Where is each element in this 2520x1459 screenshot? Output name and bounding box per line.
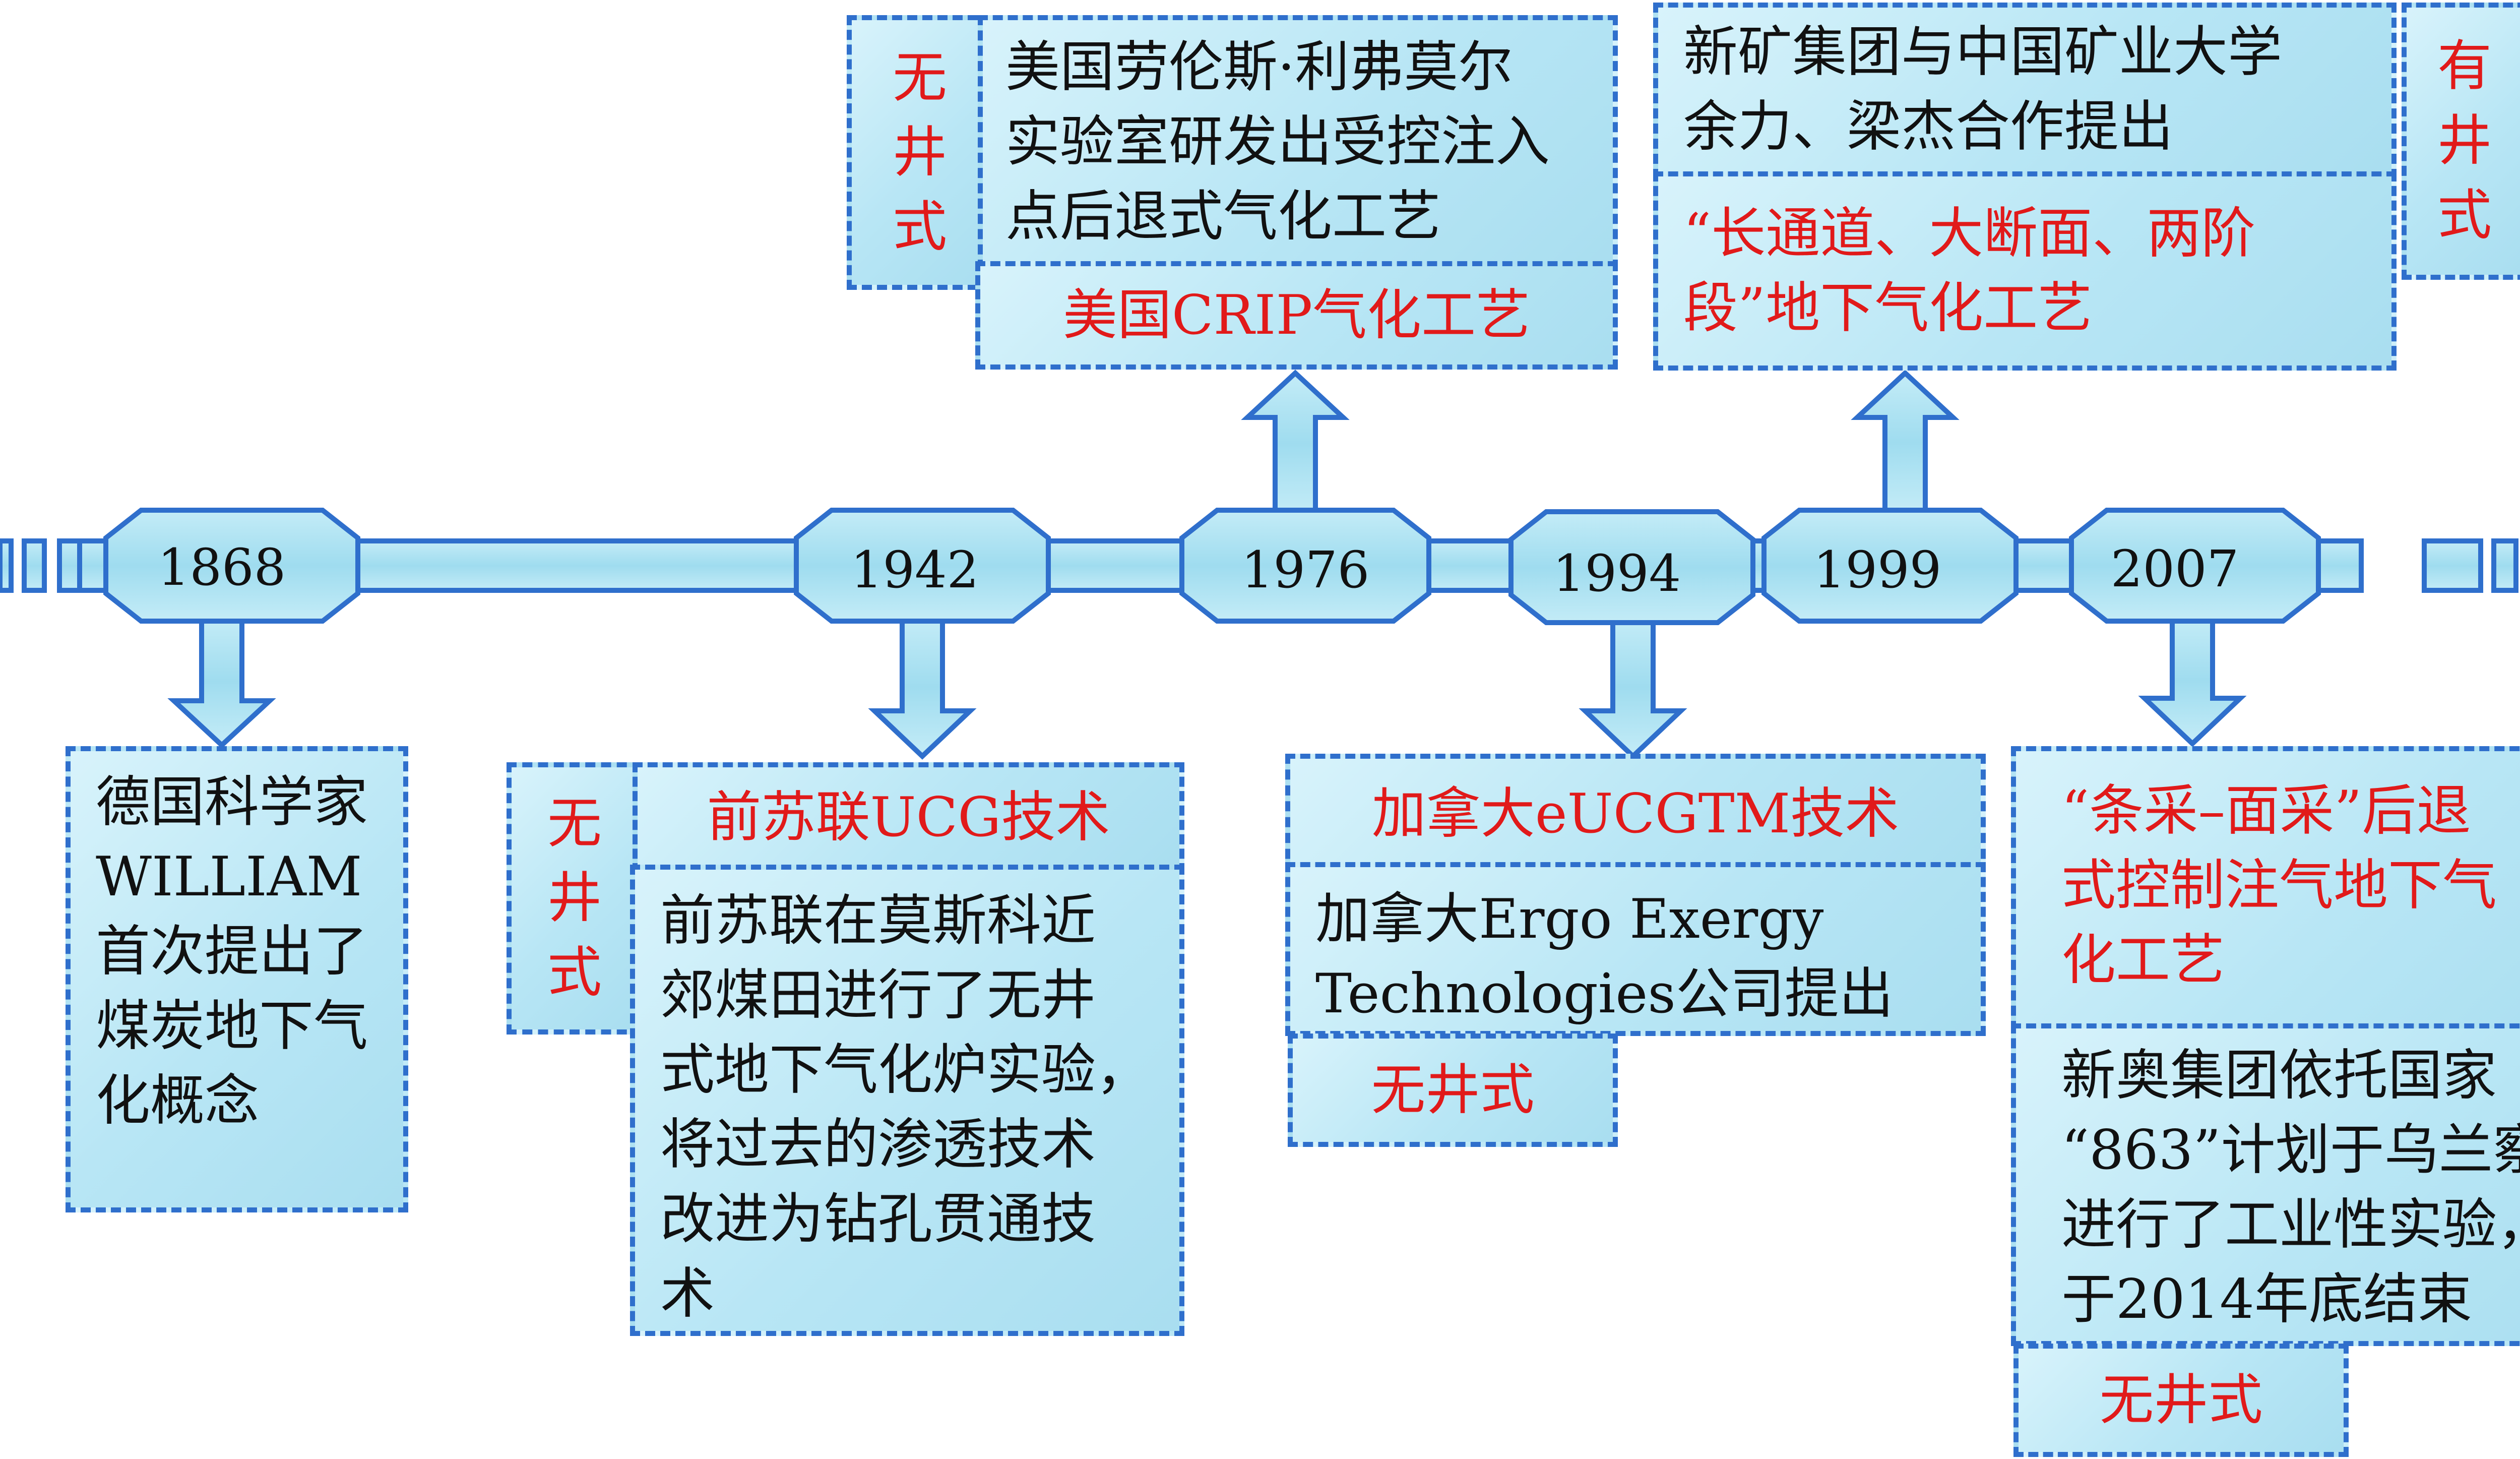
year-label: 1942 (851, 540, 979, 599)
arrow-up-1976 (1241, 370, 1350, 517)
event-1994-description: 加拿大Ergo Exergy Technologies公司提出 (1285, 862, 1986, 1036)
description-text: 前苏联在莫斯科近 郊煤田进行了无井 式地下气化炉实验， 将过去的渗透技术 改进为… (660, 889, 1151, 1325)
event-2007-description: 新奥集团依托国家 “863”计划于乌兰察布 进行了工业性实验， 于2014年底结… (2011, 1023, 2520, 1346)
event-1999-title: “长通道、大断面、两阶 段”地下气化工艺 (1653, 171, 2397, 371)
bar-stub (2422, 538, 2483, 593)
arrow-down-1942 (868, 615, 977, 760)
description-text: 德国科学家 WILLIAM 首次提出了 煤炭地下气 化概念 (96, 771, 368, 1132)
event-1942-type-tag: 无 井 式 (507, 762, 643, 1035)
arrow-down-1994 (1579, 615, 1687, 760)
arrow-down-1868 (167, 615, 276, 749)
event-1976-description: 美国劳伦斯·利弗莫尔 实验室研发出受控注入 点后退式气化工艺 (978, 15, 1618, 270)
event-1994-type-tag: 无井式 (1288, 1034, 1618, 1147)
event-1942-description: 前苏联在莫斯科近 郊煤田进行了无井 式地下气化炉实验， 将过去的渗透技术 改进为… (630, 865, 1184, 1336)
year-label: 2007 (2111, 539, 2239, 598)
description-text: 加拿大Ergo Exergy Technologies公司提出 (1315, 888, 1894, 1025)
year-node-1942 (794, 508, 1051, 624)
year-label: 1999 (1813, 540, 1942, 599)
bar-stub (57, 538, 82, 593)
year-label: 1976 (1241, 540, 1370, 599)
bar-stub (0, 538, 14, 593)
event-1999-type-tag: 有 井 式 (2402, 3, 2520, 280)
description-text: 新奥集团依托国家 “863”计划于乌兰察布 进行了工业性实验， 于2014年底结… (2061, 1044, 2520, 1331)
event-1999-description: 新矿集团与中国矿业大学 余力、梁杰合作提出 (1653, 3, 2397, 179)
event-2007-type-tag: 无井式 (2013, 1344, 2349, 1457)
arrow-down-2007 (2138, 615, 2247, 747)
bar-stub (22, 538, 47, 593)
year-node-1994 (1508, 509, 1755, 625)
year-label: 1868 (158, 538, 286, 597)
event-2007-title: “条采–面采”后退 式控制注气地下气 化工艺 (2011, 746, 2520, 1031)
description-text: 美国劳伦斯·利弗莫尔 实验室研发出受控注入 点后退式气化工艺 (1005, 36, 1550, 248)
year-label: 1994 (1553, 544, 1681, 603)
year-node-1976 (1179, 508, 1431, 624)
bar-stub (2491, 538, 2518, 593)
year-node-1999 (1761, 508, 2019, 624)
year-node-2007 (2069, 508, 2321, 624)
description-text: 新矿集团与中国矿业大学 余力、梁杰合作提出 (1683, 21, 2283, 158)
event-1942-title: 前苏联UCG技术 (633, 762, 1184, 873)
event-1976-title: 美国CRIP气化工艺 (975, 261, 1618, 370)
title-text: “长通道、大断面、两阶 段”地下气化工艺 (1683, 202, 2256, 340)
year-node-1868 (103, 508, 360, 624)
event-1976-type-tag: 无 井 式 (847, 15, 993, 290)
event-1994-title: 加拿大eUCGTM技术 (1285, 754, 1986, 875)
event-1868-description: 德国科学家 WILLIAM 首次提出了 煤炭地下气 化概念 (66, 746, 408, 1212)
arrow-up-1999 (1851, 370, 1960, 514)
title-text: “条采–面采”后退 式控制注气地下气 化工艺 (2061, 779, 2497, 992)
